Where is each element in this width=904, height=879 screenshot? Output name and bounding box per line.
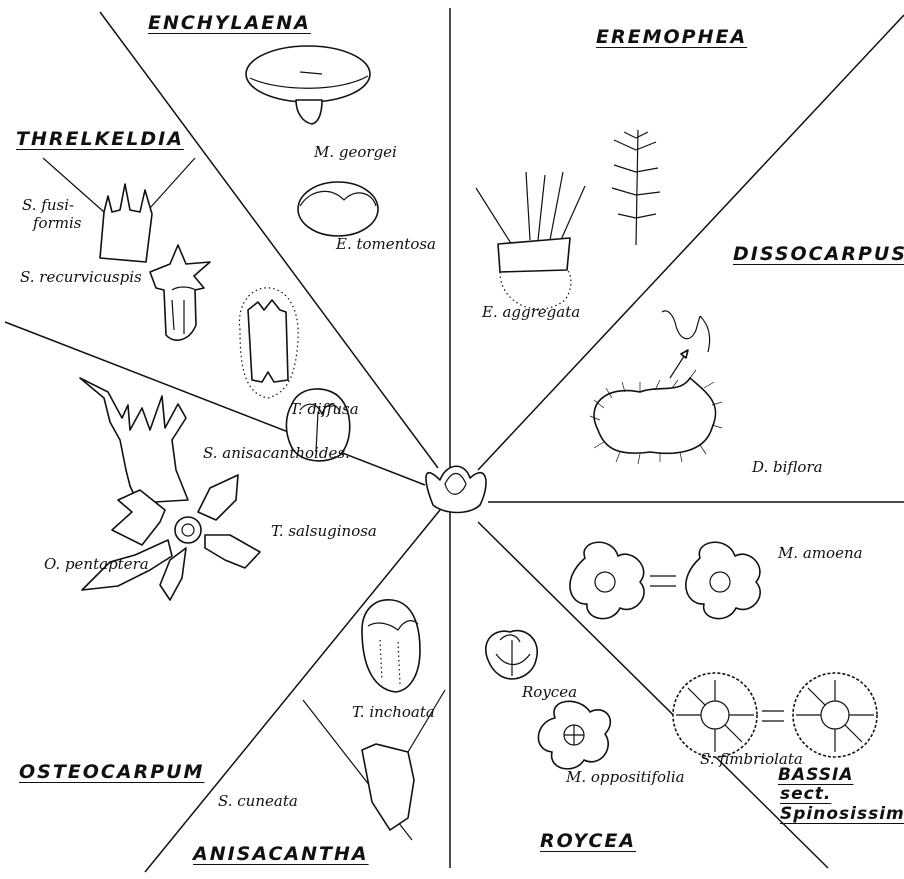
label-t-salsuginosa: T. salsuginosa	[271, 524, 377, 539]
label-roycea: Roycea	[522, 685, 577, 700]
group-title-anisacantha: ANISACANTHA	[193, 845, 369, 865]
label-s-fusiformis-line2: formis	[33, 216, 81, 231]
group-title-bassia: BASSIA	[778, 767, 853, 785]
label-m-georgei: M. georgei	[314, 145, 397, 160]
m-amoena-flower-pair-drawing	[570, 542, 760, 618]
group-title-osteocarpum: OSTEOCARPUM	[19, 763, 204, 783]
roycea-fruit-drawing	[486, 631, 537, 679]
label-s-fusiformis-line1: S. fusi-	[22, 198, 74, 213]
label-e-tomentosa: E. tomentosa	[336, 237, 436, 252]
e-tomentosa-fruit-drawing	[298, 182, 378, 236]
eremophea-sprig-drawing	[612, 130, 660, 245]
s-fimbriolata-flower-pair-drawing	[673, 673, 877, 757]
d-biflora-fruit-drawing	[590, 311, 722, 464]
t-diffusa-fruit-drawing	[239, 288, 298, 398]
t-inchoata-fruit-drawing	[362, 600, 420, 692]
label-e-aggregata: E. aggregata	[482, 305, 580, 320]
label-t-diffusa: T. diffusa	[290, 402, 359, 417]
label-s-recurvicuspis: S. recurvicuspis	[20, 270, 142, 285]
e-aggregata-fruit-drawing	[476, 172, 585, 309]
label-s-fimbriolata: S. fimbriolata	[700, 752, 803, 767]
m-oppositifolia-flower-drawing	[538, 701, 610, 769]
group-title-enchylaena: ENCHYLAENA	[148, 14, 311, 34]
s-recurvicuspis-fruit-drawing	[150, 245, 210, 340]
group-title-eremophea: EREMOPHEA	[596, 28, 747, 48]
group-title-bassia-spinosissima: Spinosissima	[780, 806, 904, 824]
group-title-threlkeldia: THRELKELDIA	[16, 130, 184, 150]
label-t-inchoata: T. inchoata	[352, 705, 435, 720]
label-s-cuneata: S. cuneata	[218, 794, 298, 809]
label-m-oppositifolia: M. oppositifolia	[566, 770, 685, 785]
label-s-anisacanthoides: S. anisacanthoides.	[203, 446, 350, 461]
s-anisacanthoides-fruit-drawing	[80, 378, 188, 503]
group-title-dissocarpus: DISSOCARPUS	[733, 245, 904, 265]
central-flower-icon	[426, 466, 486, 512]
group-title-bassia-sect: sect.	[780, 786, 831, 804]
m-georgei-fruit-drawing	[246, 46, 370, 124]
group-title-roycea: ROYCEA	[540, 832, 636, 852]
label-m-amoena: M. amoena	[778, 546, 863, 561]
label-o-pentaptera: O. pentaptera	[44, 557, 149, 572]
label-d-biflora: D. biflora	[752, 460, 823, 475]
